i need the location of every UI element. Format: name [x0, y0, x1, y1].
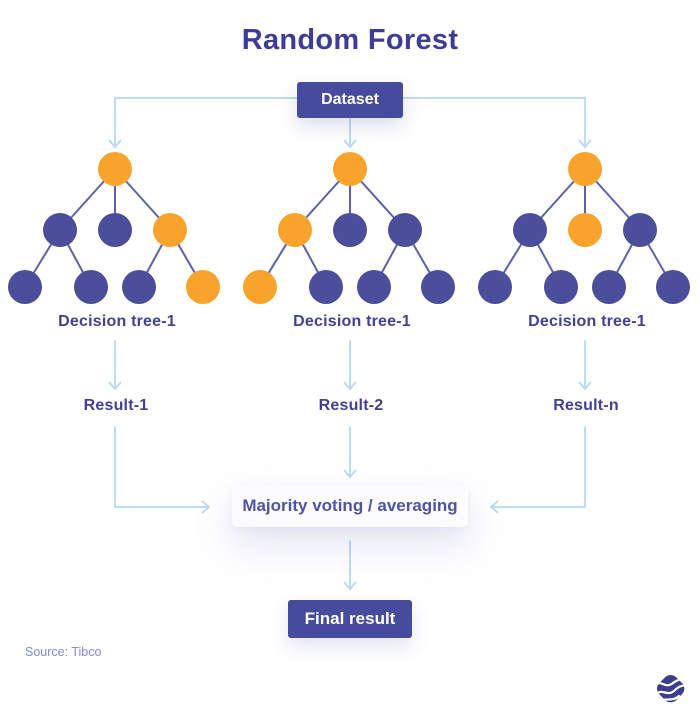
arrowhead-icon: [578, 139, 592, 148]
arrowhead-icon: [578, 381, 592, 390]
result-2-label: Result-2: [318, 397, 384, 414]
tree-node: [421, 270, 455, 304]
tree-node: [388, 213, 422, 247]
connector-line: [114, 426, 210, 508]
arrowhead-icon: [343, 469, 357, 478]
final-result-box: Final result: [288, 600, 412, 638]
tree-node: [43, 213, 77, 247]
tree-node: [8, 270, 42, 304]
tree-node: [74, 270, 108, 304]
tree-node: [513, 213, 547, 247]
brand-logo-icon: [653, 674, 688, 705]
tree-node: [568, 213, 602, 247]
tree-node: [122, 270, 156, 304]
tree-1-label: Decision tree-1: [58, 313, 176, 330]
tree-node: [357, 270, 391, 304]
arrowhead-icon: [343, 381, 357, 390]
arrowhead-icon: [201, 500, 210, 514]
tree-2-label: Decision tree-1: [293, 313, 411, 330]
dataset-box: Dataset: [297, 82, 403, 118]
tree-node: [278, 213, 312, 247]
tree-node: [544, 270, 578, 304]
arrowhead-icon: [343, 139, 357, 148]
result-n-label: Result-n: [553, 397, 619, 414]
connector-line: [490, 426, 586, 508]
tree-node: [333, 213, 367, 247]
result-1-label: Result-1: [83, 397, 149, 414]
arrowhead-icon: [108, 381, 122, 390]
tree-node: [656, 270, 690, 304]
tree-node: [186, 270, 220, 304]
tree-node: [568, 152, 602, 186]
tree-node: [333, 152, 367, 186]
tree-node: [98, 213, 132, 247]
source-credit: Source: Tibco: [25, 645, 102, 659]
tree-node: [623, 213, 657, 247]
majority-voting-box: Majority voting / averaging: [232, 485, 468, 527]
arrowhead-icon: [108, 139, 122, 148]
tree-node: [478, 270, 512, 304]
tree-node: [98, 152, 132, 186]
tree-node: [243, 270, 277, 304]
tree-3-label: Decision tree-1: [528, 313, 646, 330]
arrowhead-icon: [490, 500, 499, 514]
page-title: Random Forest: [241, 24, 459, 56]
tree-node: [153, 213, 187, 247]
tree-node: [309, 270, 343, 304]
tree-node: [592, 270, 626, 304]
arrowhead-icon: [343, 581, 357, 590]
